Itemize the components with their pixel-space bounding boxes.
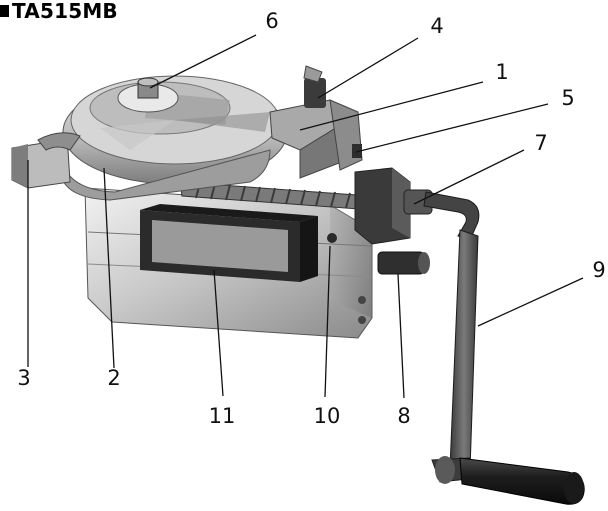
center-pin bbox=[117, 77, 179, 113]
callout-1: 1 bbox=[495, 60, 509, 84]
callout-11: 11 bbox=[208, 404, 236, 428]
square-bullet-icon bbox=[0, 5, 9, 17]
callout-2: 2 bbox=[107, 366, 121, 390]
callout-7: 7 bbox=[534, 131, 548, 155]
drive-block bbox=[354, 167, 433, 245]
leader-6 bbox=[149, 34, 257, 89]
leader-9 bbox=[477, 277, 584, 327]
crank-knob bbox=[459, 457, 585, 505]
callout-10: 10 bbox=[313, 404, 341, 428]
callout-8: 8 bbox=[397, 404, 411, 428]
crank-handle bbox=[423, 191, 480, 484]
leader-10 bbox=[324, 245, 331, 398]
leader-4 bbox=[317, 37, 419, 99]
callout-3: 3 bbox=[17, 366, 31, 390]
left-hook bbox=[11, 132, 81, 189]
rear-plate bbox=[329, 99, 363, 171]
set-screw-icon bbox=[327, 233, 337, 243]
leader-8 bbox=[397, 273, 405, 399]
leader-5 bbox=[355, 103, 549, 153]
callout-5: 5 bbox=[561, 86, 575, 110]
stop-bolt bbox=[377, 251, 430, 275]
leader-1 bbox=[299, 81, 484, 131]
leader-2 bbox=[103, 167, 115, 369]
adjusting-knob bbox=[303, 65, 326, 108]
callout-9: 9 bbox=[592, 258, 606, 282]
callout-4: 4 bbox=[430, 14, 444, 38]
leader-11 bbox=[213, 269, 224, 397]
carry-handle bbox=[140, 204, 318, 282]
leader-lines bbox=[27, 34, 584, 399]
model-name: TA515MB bbox=[12, 0, 118, 23]
leader-7 bbox=[413, 149, 525, 205]
figure-title: TA515MB bbox=[0, 0, 118, 22]
callout-6: 6 bbox=[265, 9, 279, 33]
